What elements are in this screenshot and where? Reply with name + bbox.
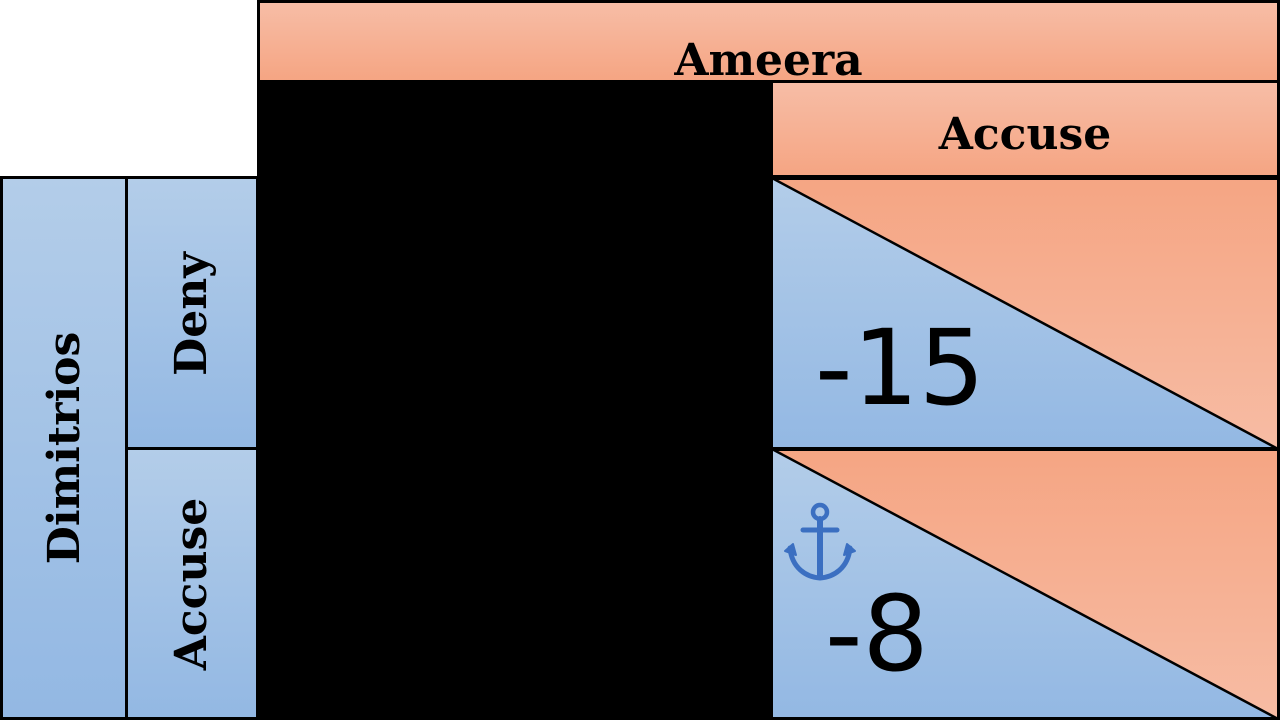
column-player-name: Ameera [674,35,863,86]
payoff-cell-deny-accuse: -15 [770,177,1280,450]
anchor-icon [784,502,856,581]
row-player-name: Dimitrios [38,331,90,565]
cell-border [770,448,1280,720]
row-strategy-accuse-label: Accuse [166,497,217,670]
hidden-region [257,80,771,720]
column-player-header: Ameera [257,0,1280,83]
column-strategy-accuse-label: Accuse [938,109,1112,160]
payoff-cell-accuse-accuse: -8 [770,448,1280,720]
column-strategy-accuse-header: Accuse [770,80,1280,178]
cell-diagonal [770,177,1280,450]
row-strategy-deny-header: Deny [125,176,259,451]
row-strategy-accuse-header: Accuse [125,447,259,720]
row-payoff-value: -15 [815,307,985,429]
row-payoff-value: -8 [825,573,929,695]
row-player-header: Dimitrios [0,176,129,720]
row-strategy-deny-label: Deny [166,251,217,376]
cell-diagonal [770,448,1280,720]
